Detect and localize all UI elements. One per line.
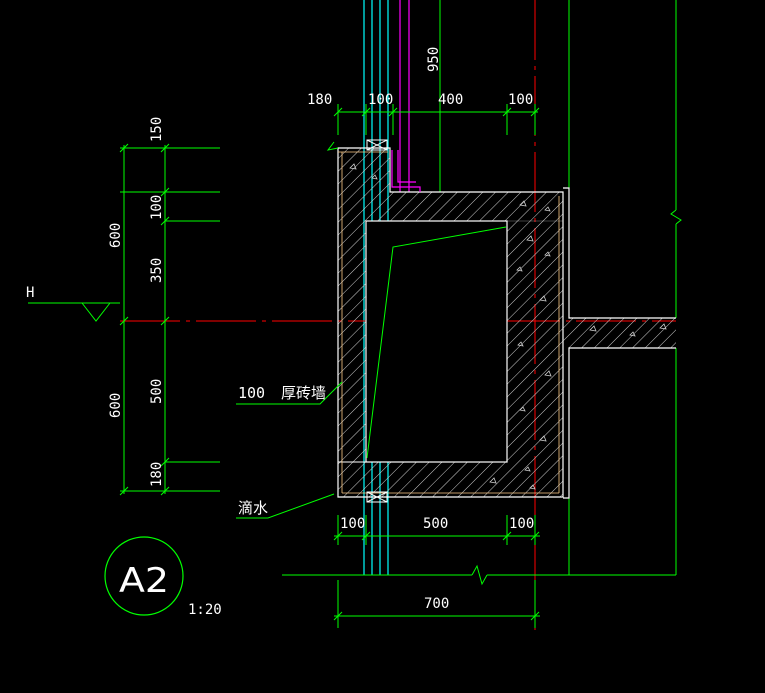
dim-bottom-100b: 100 xyxy=(509,516,534,532)
dim-top-400: 400 xyxy=(438,92,463,108)
dim-bottom-500: 500 xyxy=(423,516,448,532)
detail-tag: A2 xyxy=(119,561,169,601)
dim-top-180: 180 xyxy=(307,92,332,108)
leader-lines xyxy=(236,381,343,519)
bottom-dimension-chain xyxy=(282,515,676,628)
detail-scale: 1:20 xyxy=(188,602,222,618)
dim-left-350: 350 xyxy=(149,258,165,283)
opening-sketch xyxy=(366,226,507,459)
dim-bottom-100a: 100 xyxy=(340,516,365,532)
left-dimension-chain xyxy=(119,143,220,496)
note-drip: 滴水 xyxy=(238,499,268,517)
dim-left-180: 180 xyxy=(149,462,165,487)
window-frame xyxy=(391,150,421,192)
cover-opening xyxy=(365,220,508,463)
dim-top-100b: 100 xyxy=(508,92,533,108)
dim-left-500: 500 xyxy=(149,379,165,404)
level-mark xyxy=(28,302,120,322)
dim-top-100a: 100 xyxy=(368,92,393,108)
note-wall-thickness: 100 xyxy=(238,384,265,402)
window-cover-section xyxy=(337,147,564,498)
level-label: H xyxy=(26,285,34,301)
frame-lines xyxy=(399,0,410,192)
floor-slab xyxy=(563,187,676,499)
top-dimension-chain xyxy=(333,104,540,135)
dim-left-600-upper: 600 xyxy=(108,223,124,248)
cover-outline xyxy=(337,147,564,498)
concrete-marks xyxy=(349,163,552,490)
detail-circle xyxy=(104,536,184,616)
glass-clamps xyxy=(366,139,388,503)
dim-top-950: 950 xyxy=(426,47,442,72)
dim-left-100: 100 xyxy=(149,195,165,220)
dim-bottom-700: 700 xyxy=(424,596,449,612)
drip-top xyxy=(326,141,339,151)
structure-lines xyxy=(439,0,682,575)
note-wall-type: 厚砖墙 xyxy=(281,384,326,402)
dim-left-600-lower: 600 xyxy=(108,393,124,418)
dim-left-150: 150 xyxy=(149,117,165,142)
